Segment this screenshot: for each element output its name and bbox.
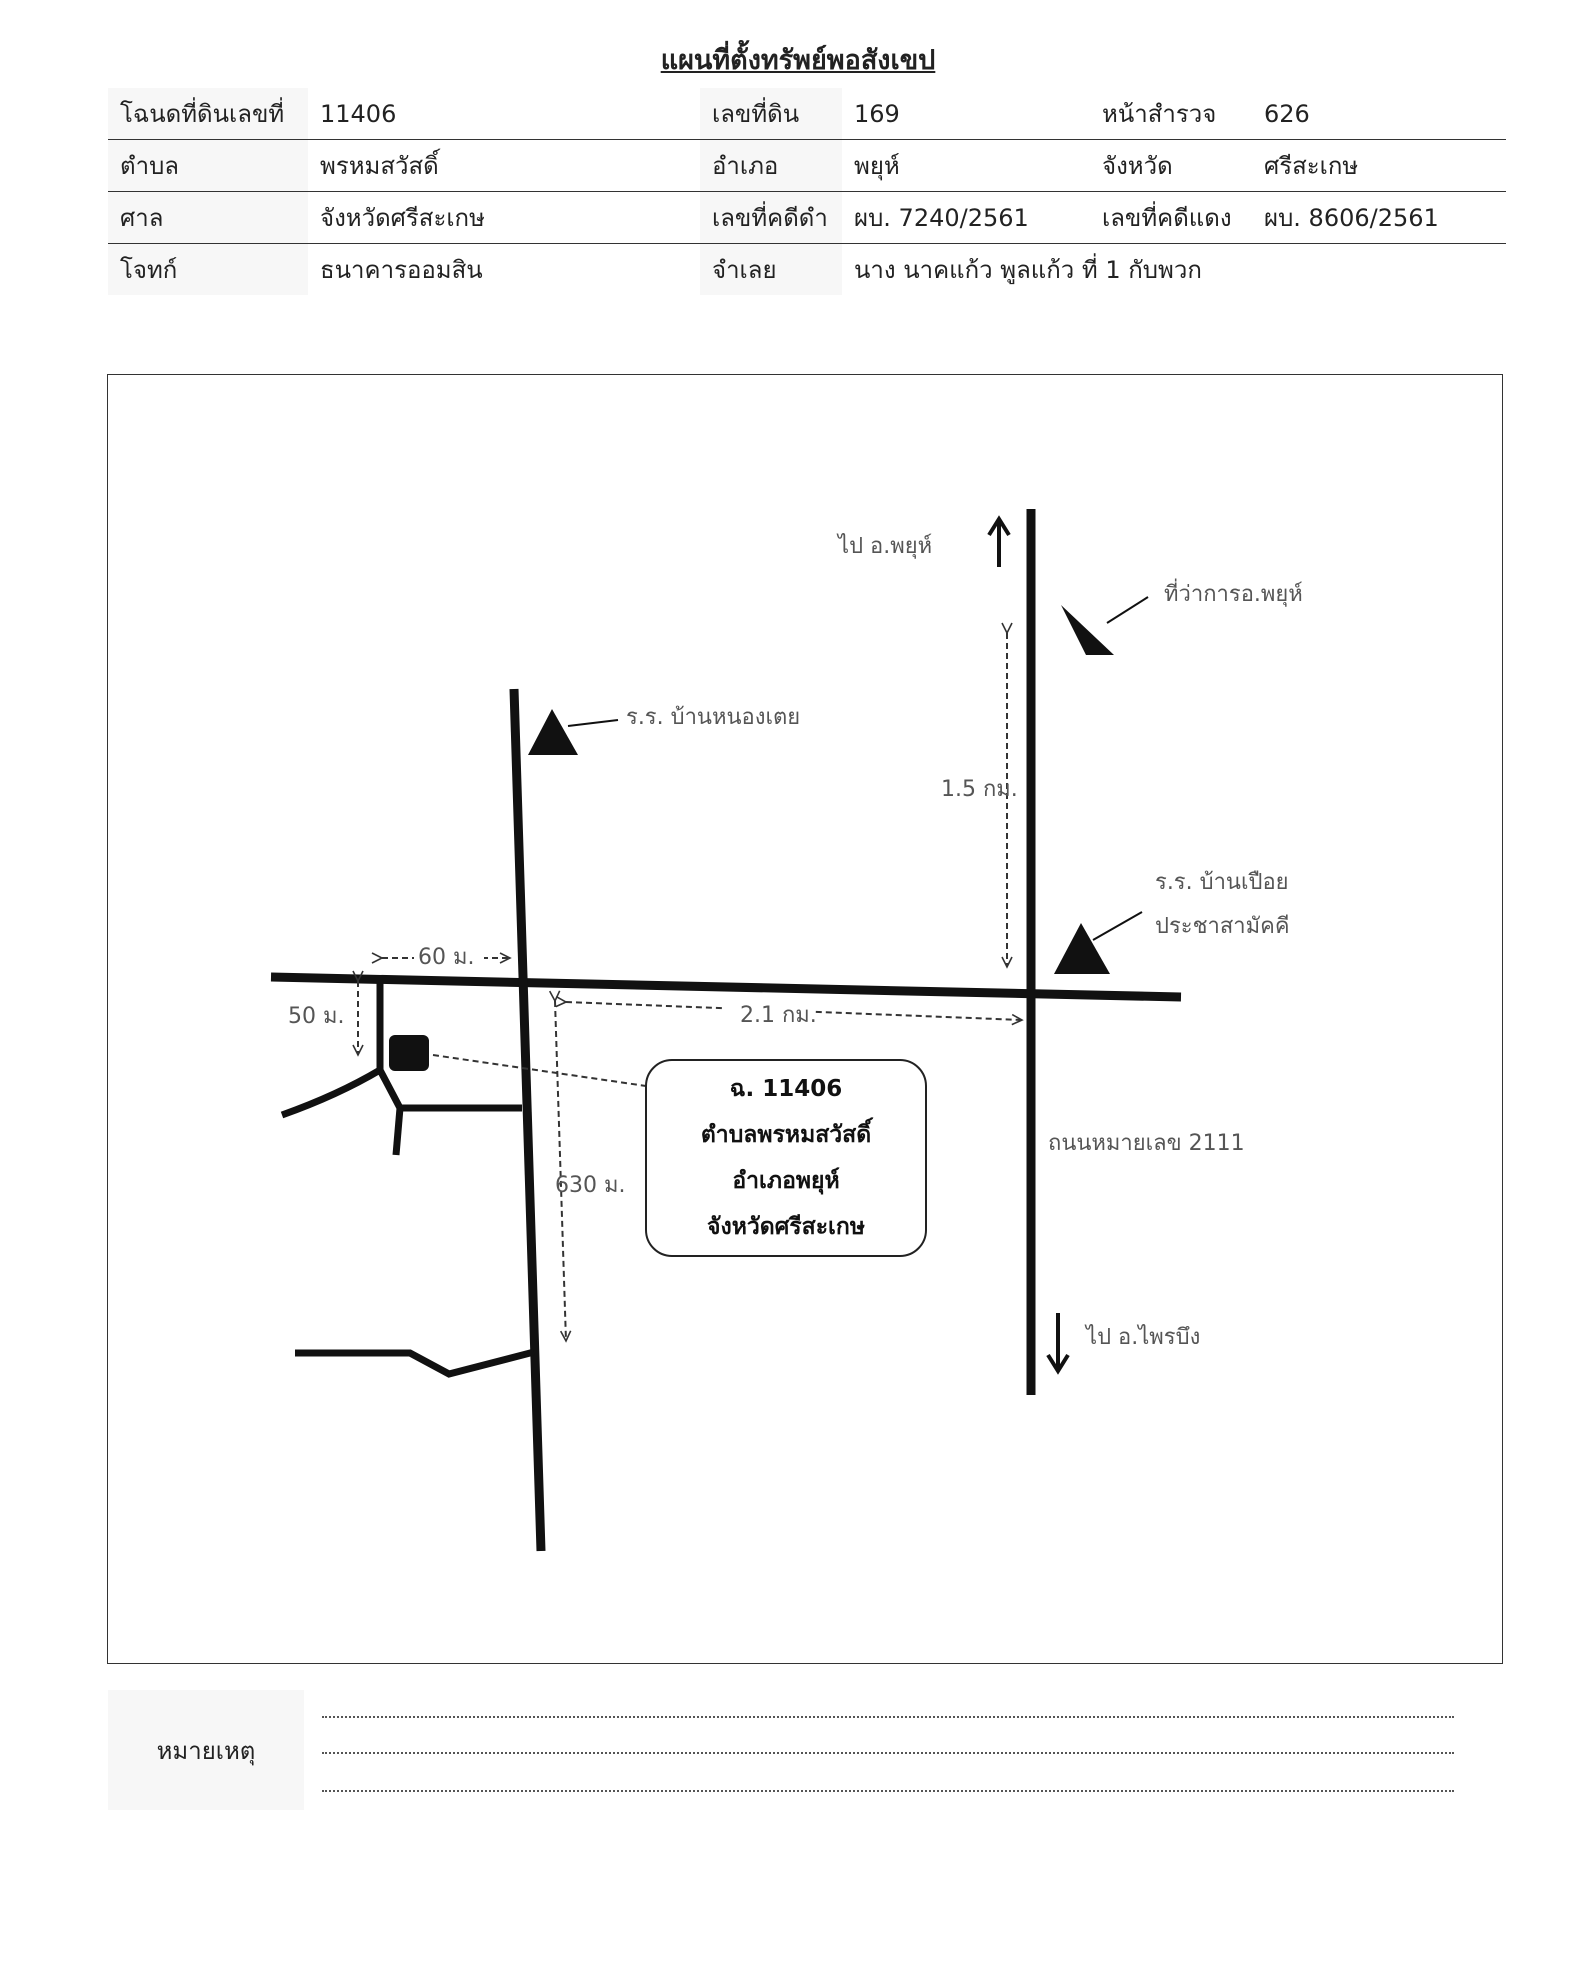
value-land-no: 169 <box>842 88 1090 140</box>
value-red-case-no: ผบ. 8606/2561 <box>1252 191 1506 244</box>
property-plot-marker <box>389 1035 429 1071</box>
school-pueai-landmark-icon <box>1054 923 1110 974</box>
label-road-2111: ถนนหมายเลข 2111 <box>1048 1131 1245 1156</box>
label-district: อำเภอ <box>700 139 842 192</box>
plot-box-province: จังหวัดศรีสะเกษ <box>707 1214 865 1240</box>
info-row: โฉนดที่ดินเลขที่ 11406 เลขที่ดิน 169 หน้… <box>108 88 1506 140</box>
school-nongtoei-landmark-icon <box>528 709 578 755</box>
arrow-up-head <box>987 515 1011 537</box>
school-nongtoei-pointer <box>567 719 619 727</box>
dim-630m-arrow <box>548 990 572 1343</box>
location-map: ไป อ.พยุห์ ที่ว่าการอ.พยุห์ ร.ร. บ้านหนอ… <box>107 374 1503 1664</box>
info-row: ตำบล พรหมสวัสดิ์ อำเภอ พยุห์ จังหวัด ศรี… <box>108 139 1506 192</box>
value-black-case-no: ผบ. 7240/2561 <box>842 191 1090 244</box>
district-office-landmark-icon <box>1061 605 1114 655</box>
label-dist-1-5km: 1.5 กม. <box>941 777 1018 802</box>
arrow-down-head <box>1046 1353 1070 1375</box>
property-info-table: โฉนดที่ดินเลขที่ 11406 เลขที่ดิน 169 หน้… <box>108 88 1506 295</box>
label-dist-60m: 60 ม. <box>418 945 474 970</box>
label-dist-630m: 630 ม. <box>555 1173 625 1198</box>
label-to-phraibueng: ไป อ.ไพรบึง <box>1084 1324 1200 1350</box>
label-school-pueai-2: ประชาสามัคคี <box>1155 914 1290 939</box>
plot-box-deed: ฉ. 11406 <box>730 1076 842 1102</box>
label-red-case-no: เลขที่คดีแดง <box>1090 191 1252 244</box>
label-survey-page: หน้าสำรวจ <box>1090 88 1252 140</box>
side-road-stub <box>392 1107 404 1156</box>
label-to-phayu: ไป อ.พยุห์ <box>836 533 932 559</box>
plot-box-district: อำเภอพยุห์ <box>732 1167 839 1195</box>
label-province: จังหวัด <box>1090 139 1252 192</box>
label-dist-2-1km: 2.1 กม. <box>740 1003 817 1028</box>
label-defendant: จำเลย <box>700 243 842 295</box>
plot-info-box <box>645 1059 927 1257</box>
label-deed-no: โฉนดที่ดินเลขที่ <box>108 88 308 140</box>
label-district-office: ที่ว่าการอ.พยุห์ <box>1164 578 1303 607</box>
value-court: จังหวัดศรีสะเกษ <box>308 191 700 244</box>
value-province: ศรีสะเกษ <box>1252 139 1506 192</box>
label-school-nongtoei: ร.ร. บ้านหนองเตย <box>626 705 800 730</box>
map-drawing: ไป อ.พยุห์ ที่ว่าการอ.พยุห์ ร.ร. บ้านหนอ… <box>270 509 1303 1552</box>
lower-side-road <box>295 1348 535 1378</box>
label-court: ศาล <box>108 191 308 244</box>
label-subdistrict: ตำบล <box>108 139 308 192</box>
remarks-label: หมายเหตุ <box>108 1690 304 1810</box>
document-title: แผนที่ตั้งทรัพย์พอสังเขป <box>660 45 936 76</box>
remarks-line <box>322 1716 1454 1718</box>
value-survey-page: 626 <box>1252 88 1506 140</box>
value-subdistrict: พรหมสวัสดิ์ <box>308 139 700 192</box>
value-district: พยุห์ <box>842 139 1090 192</box>
value-deed-no: 11406 <box>308 88 700 140</box>
value-defendant: นาง นาคแก้ว พูลแก้ว ที่ 1 กับพวก <box>854 256 1202 284</box>
value-plaintiff: ธนาคารออมสิน <box>320 256 483 284</box>
label-school-pueai-1: ร.ร. บ้านเปือย <box>1155 870 1289 895</box>
label-black-case-no: เลขที่คดีดำ <box>700 191 842 244</box>
local-road-vertical <box>509 688 546 1552</box>
label-dist-50m: 50 ม. <box>288 1004 344 1029</box>
label-60m-bg <box>414 941 484 969</box>
label-land-no: เลขที่ดิน <box>700 88 842 140</box>
school-pueai-pointer <box>1092 911 1143 941</box>
plot-leader-line <box>432 1054 647 1087</box>
remarks-line <box>322 1752 1454 1754</box>
main-road-horizontal <box>270 972 1182 1002</box>
dim-2-1km-arrow <box>555 995 1024 1026</box>
label-2-1km-bg <box>724 997 814 1027</box>
plot-box-subdistrict: ตำบลพรหมสวัสดิ์ <box>701 1117 874 1148</box>
remarks-section: หมายเหตุ <box>108 1690 1508 1810</box>
label-plaintiff: โจทก์ <box>108 243 308 295</box>
side-road-curve <box>280 1065 522 1119</box>
info-row: โจทก์ ธนาคารออมสิน จำเลย นาง นาคแก้ว พูล… <box>108 243 1506 295</box>
remarks-line <box>322 1790 1454 1792</box>
district-office-pointer <box>1106 596 1149 624</box>
info-row: ศาล จังหวัดศรีสะเกษ เลขที่คดีดำ ผบ. 7240… <box>108 191 1506 244</box>
